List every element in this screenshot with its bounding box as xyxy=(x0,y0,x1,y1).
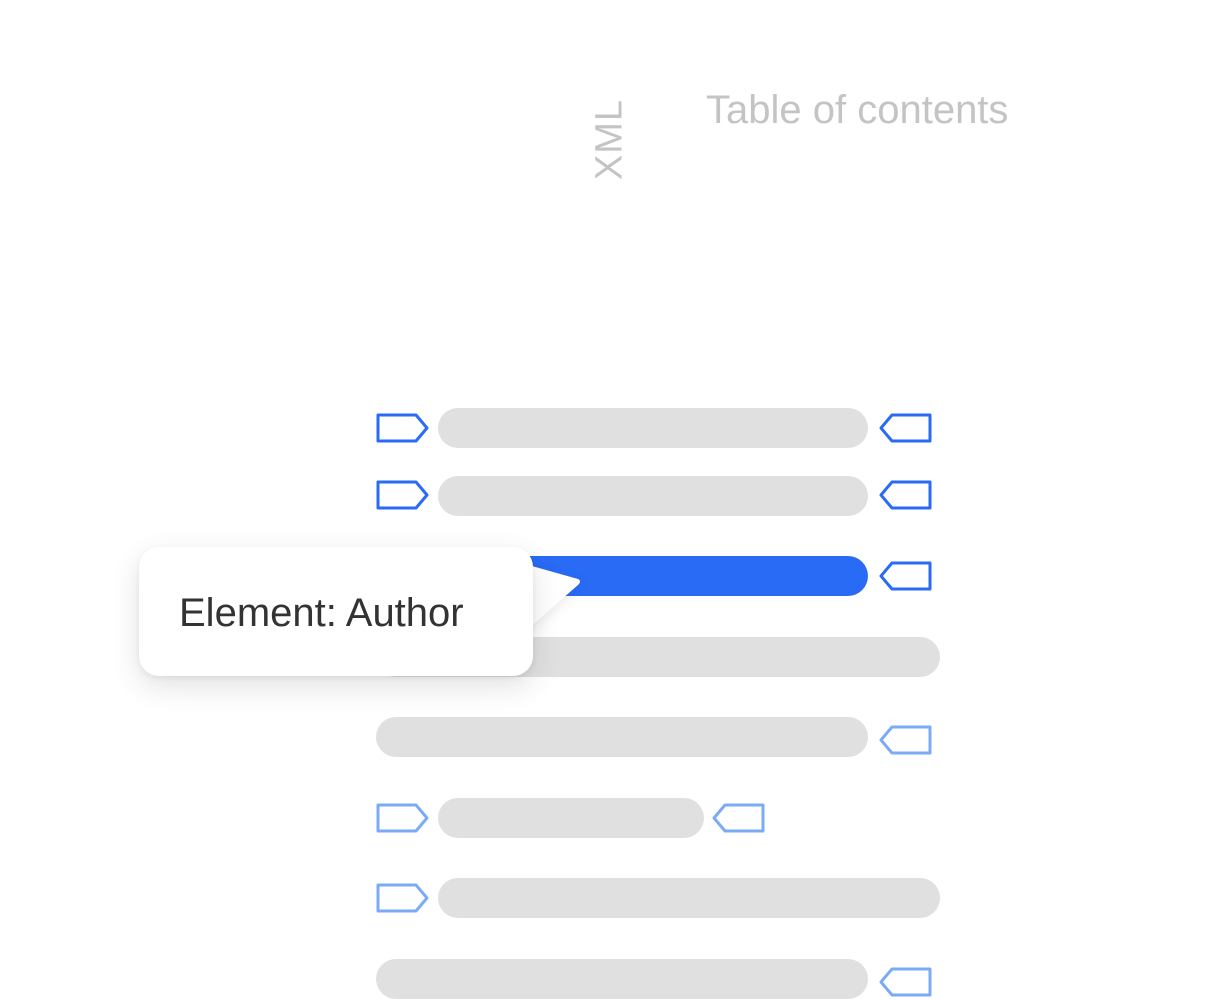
tooltip-text: Element: Author xyxy=(179,591,464,635)
toc-row-2[interactable] xyxy=(438,476,868,516)
open-tag-icon xyxy=(376,413,429,443)
close-tag-icon xyxy=(879,480,932,510)
toc-title: Table of contents xyxy=(706,88,1009,132)
close-tag-icon xyxy=(712,803,765,833)
close-tag-icon xyxy=(879,725,932,755)
open-tag-icon xyxy=(376,803,429,833)
element-tooltip: Element: Author xyxy=(139,547,533,676)
toc-row-7[interactable] xyxy=(438,878,940,918)
toc-row-6[interactable] xyxy=(438,798,704,838)
toc-row-8[interactable] xyxy=(376,959,868,999)
open-tag-icon xyxy=(376,883,429,913)
close-tag-icon xyxy=(879,561,932,591)
xml-vertical-label: XML xyxy=(588,98,631,181)
toc-row-5[interactable] xyxy=(376,717,868,757)
toc-row-1[interactable] xyxy=(438,408,868,448)
close-tag-icon xyxy=(879,967,932,997)
open-tag-icon xyxy=(376,480,429,510)
close-tag-icon xyxy=(879,413,932,443)
